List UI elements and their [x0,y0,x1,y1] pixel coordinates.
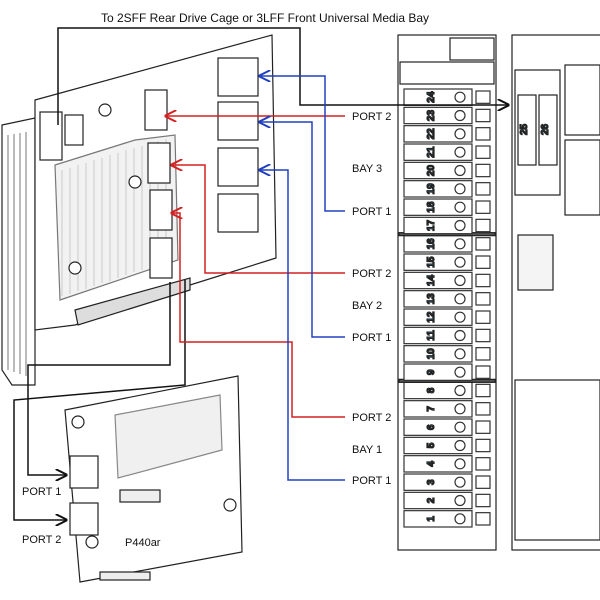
port1-cables [260,76,345,481]
front-bay-number: 13 [426,293,437,305]
bay2-port1-label: PORT 1 [352,332,391,344]
drive-slot: 14 [403,271,491,290]
pcie-bracket-vents [7,132,27,376]
front-bay-number: 2 [426,497,437,503]
controller-port2-cable [13,280,186,520]
front-bay-number: 9 [426,369,437,375]
drive-slot: 6 [403,418,491,436]
front-bay-number: 4 [426,461,437,467]
p440ar-controller [64,375,243,583]
front-bay-number: 3 [426,479,437,485]
bay1-label: BAY 1 [352,444,382,456]
bay1-port1-label: PORT 1 [352,475,391,487]
drive-slot: 3 [403,473,491,491]
bay2-port2-label: PORT 2 [352,268,391,280]
front-bay-number: 18 [426,201,437,213]
drive-slot: 16 [403,235,491,253]
front-bay-number: 20 [426,165,437,177]
drive-slot: 17 [403,216,491,235]
front-bay-number: 11 [426,330,437,341]
front-bay-number: 24 [426,91,437,103]
drive-slot: 18 [403,198,491,216]
bay3-port1-cable [260,76,345,212]
rear-cage-cable [57,27,508,125]
drive-slot: 24 [403,88,491,106]
drive-slot: 8 [403,381,491,400]
front-bay-number: 22 [426,128,437,140]
drive-slot: 13 [403,290,491,308]
rear-server-chassis: 25 26 [511,34,600,551]
front-bay-number: 7 [426,406,437,412]
drive-slot: 12 [403,308,491,326]
diagram-title: To 2SFF Rear Drive Cage or 3LFF Front Un… [101,11,429,25]
drive-slot: 15 [403,253,491,271]
card-connectors [39,57,259,279]
controller-port1-cable [27,282,171,475]
port2-cables [166,116,345,418]
front-bay-number: 10 [426,348,437,360]
sas-expander-card [1,34,277,386]
controller-name-label: P440ar [125,537,161,549]
bay1-port1-cable [260,170,345,481]
front-bay-number: 23 [426,110,437,122]
front-bay-number: 1 [426,516,437,522]
drive-slot: 21 [403,143,491,161]
bay3-port2-label: PORT 2 [352,111,391,123]
front-bay-number: 21 [426,146,437,158]
front-bay-number: 16 [426,238,437,250]
front-bay-number: 14 [426,275,437,287]
drive-slot: 19 [403,180,491,198]
drive-slot: 22 [403,125,491,143]
drive-slot: 1 [403,510,491,528]
front-bay-number: 19 [426,183,437,195]
front-bay-number: 12 [426,311,437,323]
bay1-port2-label: PORT 2 [352,412,391,424]
drive-slot: 4 [403,455,491,473]
drive-slot: 7 [403,400,491,418]
controller-port1-label: PORT 1 [22,486,61,498]
drive-slot: 9 [403,363,491,381]
black-cables [13,27,508,520]
front-bay-number: 17 [426,220,437,232]
bay1-port2-cable [172,213,345,418]
drive-slot: 5 [403,436,491,455]
front-bay-number: 8 [426,387,437,393]
front-bay-number: 6 [426,424,437,430]
bay2-port1-cable [260,122,345,338]
bay2-label: BAY 2 [352,300,382,312]
front-bay-number: 15 [426,256,437,268]
drive-slot: 20 [403,161,491,180]
drive-slot: 10 [403,345,491,363]
rear-bay-number: 26 [540,123,551,135]
drive-slot: 11 [403,326,491,345]
bay3-label: BAY 3 [352,163,382,175]
front-bay-number: 5 [426,442,437,448]
drive-slot: 23 [403,106,491,125]
drive-slot: 2 [403,491,491,510]
rear-bay-number: 25 [519,123,530,135]
bay3-port1-label: PORT 1 [352,206,391,218]
controller-port2-label: PORT 2 [22,534,61,546]
bay2-port2-cable [172,165,345,274]
